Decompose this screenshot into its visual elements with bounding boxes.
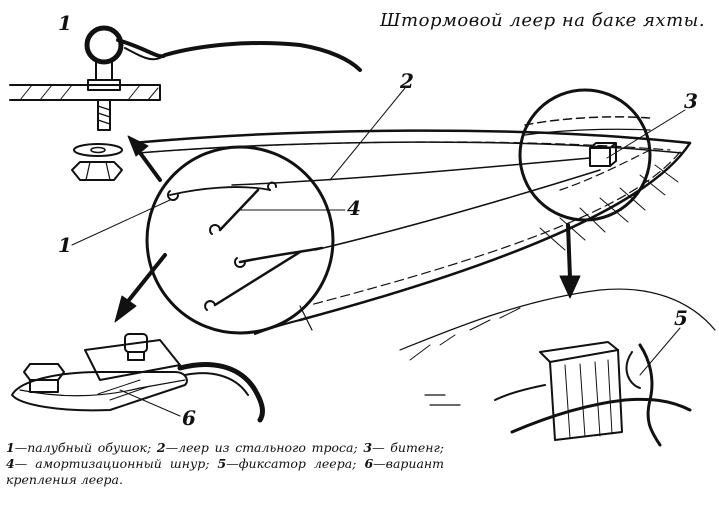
pointer-arrows [114,135,581,323]
caption-item-2-num: 2 [156,440,166,455]
diagram-title: Штормовой леер на баке яхты. [380,10,706,31]
detail-circle-left [145,145,335,335]
caption-item-6-text: —вариант крепления леера. [6,456,444,487]
leader-lines [71,87,686,417]
jackline [231,157,601,251]
jackline-fixer [399,288,716,447]
clamp-variant [11,333,265,423]
caption-item-5-num: 5 [217,456,227,471]
label-1-left: 1 [58,233,72,257]
label-1-top: 1 [58,11,72,35]
caption-legend: 1—палубный обушок; 2—леер из стального т… [6,440,444,488]
label-6: 6 [182,406,196,430]
caption-item-6-num: 6 [364,456,374,471]
caption-item-3-text: — битенг; [372,440,444,455]
caption-item-2-text: —леер из стального троса; [165,440,358,455]
caption-item-1-text: —палубный обушок; [14,440,152,455]
deck-eyebolt [9,25,362,181]
caption-item-1-num: 1 [6,440,15,455]
label-2: 2 [399,69,414,93]
caption-item-3-num: 3 [363,440,373,455]
detail-circle-right [518,88,652,222]
label-5: 5 [674,306,688,330]
caption-item-4-num: 4 [6,456,15,471]
label-3: 3 [684,89,698,113]
caption-item-4-text: — амортизационный шнур; [14,456,210,471]
label-4: 4 [347,196,361,220]
caption-item-5-text: —фиксатор леера; [226,456,357,471]
